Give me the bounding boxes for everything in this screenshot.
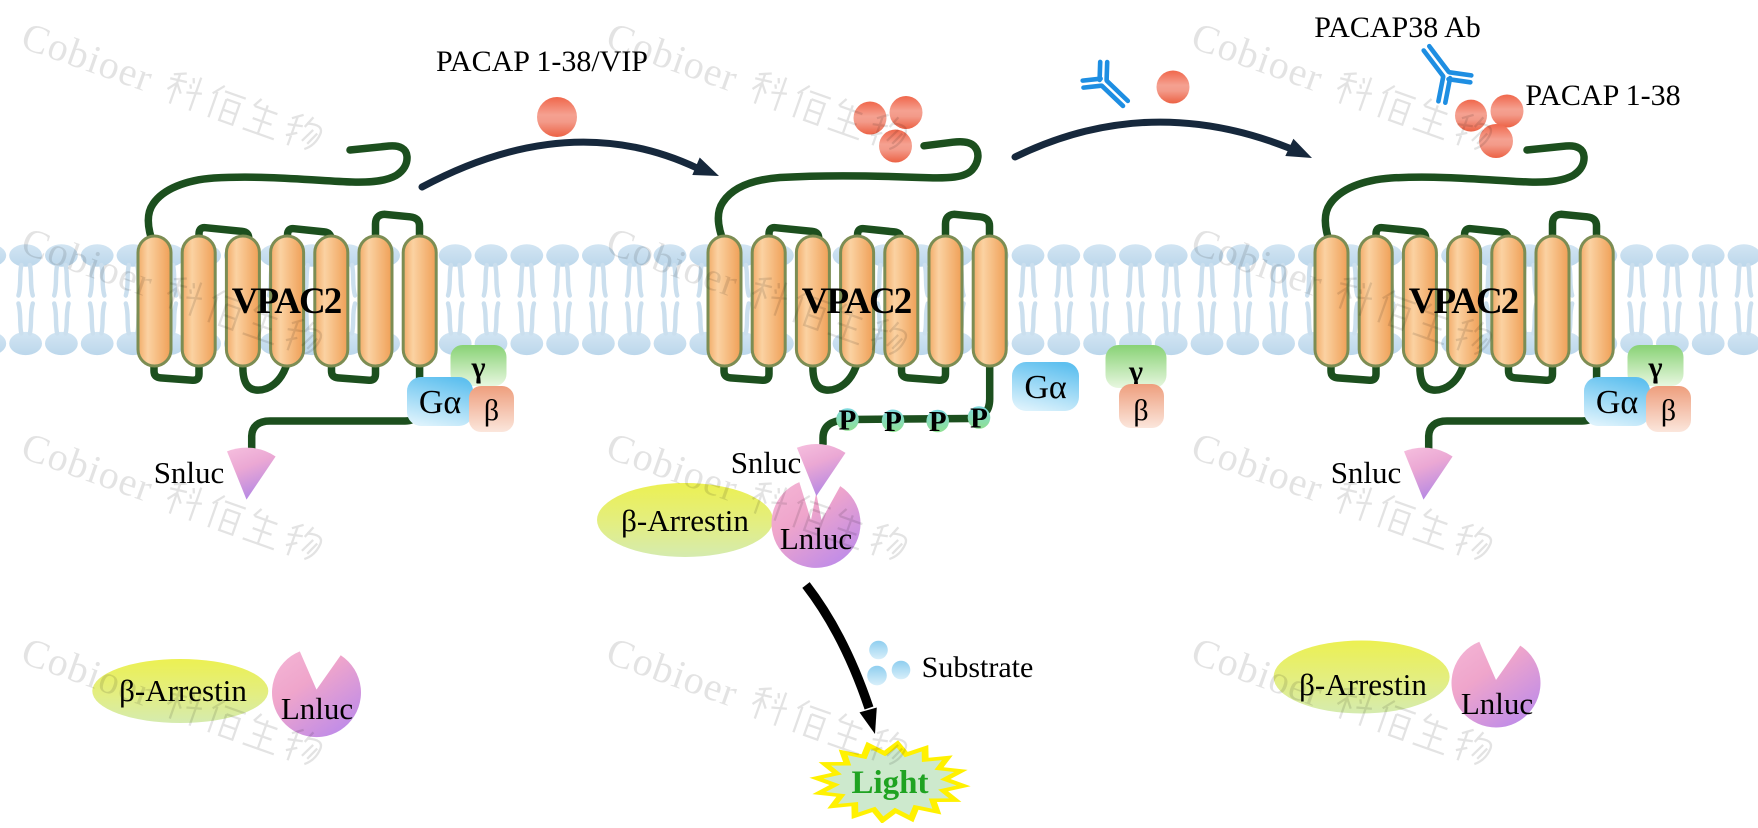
- svg-text:PACAP 1-38: PACAP 1-38: [1525, 79, 1680, 112]
- svg-text:Snluc: Snluc: [1331, 455, 1402, 490]
- svg-text:Lnluc: Lnluc: [780, 521, 852, 556]
- svg-text:Gα: Gα: [1024, 369, 1067, 406]
- svg-text:Substrate: Substrate: [922, 651, 1034, 684]
- svg-text:Light: Light: [851, 765, 928, 801]
- svg-text:P: P: [929, 406, 947, 438]
- svg-text:γ: γ: [1128, 355, 1143, 388]
- svg-text:P: P: [884, 406, 902, 438]
- svg-text:γ: γ: [470, 351, 485, 384]
- svg-text:Snluc: Snluc: [154, 455, 225, 490]
- svg-text:Lnluc: Lnluc: [281, 691, 353, 726]
- svg-text:VPAC2: VPAC2: [802, 281, 911, 322]
- svg-text:P: P: [970, 403, 988, 435]
- svg-text:β: β: [1661, 394, 1676, 427]
- svg-text:γ: γ: [1647, 351, 1662, 384]
- svg-text:P: P: [839, 405, 857, 437]
- svg-text:Snluc: Snluc: [731, 445, 802, 480]
- svg-text:β: β: [1133, 394, 1148, 427]
- svg-text:VPAC2: VPAC2: [1409, 281, 1518, 322]
- svg-text:VPAC2: VPAC2: [232, 281, 341, 322]
- svg-text:Gα: Gα: [1596, 384, 1639, 421]
- svg-text:β-Arrestin: β-Arrestin: [621, 503, 749, 538]
- svg-text:β: β: [484, 394, 499, 427]
- svg-text:Lnluc: Lnluc: [1461, 686, 1533, 721]
- svg-text:PACAP38 Ab: PACAP38 Ab: [1314, 11, 1480, 44]
- svg-text:Gα: Gα: [419, 384, 462, 421]
